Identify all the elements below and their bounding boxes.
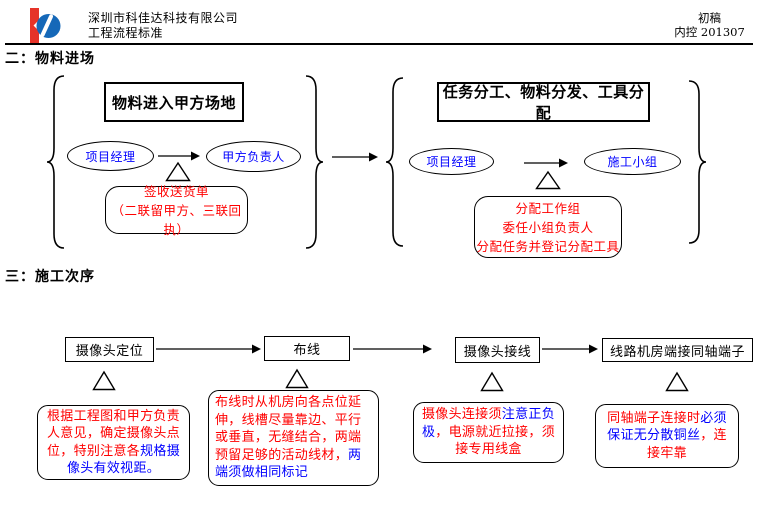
- note-text-red: 同轴端子连接时: [607, 410, 701, 426]
- step-box-camera-wiring: 摄像头接线: [455, 337, 540, 363]
- stage2-actor-from-oval: 项目经理: [409, 148, 494, 175]
- stage2-title-box: 任务分工、物料分发、工具分配: [437, 82, 650, 122]
- company-name: 深圳市科佳达科技有限公司: [88, 11, 239, 25]
- doc-subtitle: 工程流程标准: [88, 26, 164, 40]
- arrow-right-icon: [158, 150, 200, 162]
- triangle-connector-icon: [535, 170, 561, 190]
- triangle-connector-icon: [165, 161, 191, 182]
- stage1-actor-from-oval: 项目经理: [67, 141, 154, 171]
- right-brace-icon: [304, 74, 324, 250]
- note-line: 分配任务并登记分配工具: [476, 238, 620, 254]
- arrow-right-icon: [156, 343, 261, 355]
- note-text-blue: 必须保证无分散铜丝: [607, 410, 727, 444]
- note-text-blue: 规格摄像头有效视距。: [66, 443, 180, 477]
- note-text-red: 根据工程图和甲方负责人意见，确定摄像头点位，特别注意各: [46, 408, 180, 459]
- stage1-actor-to-oval: 甲方负责人: [206, 141, 301, 172]
- stage2-note-box: 分配工作组 委任小组负责人 分配任务并登记分配工具: [474, 196, 622, 258]
- draft-status: 初稿: [698, 11, 721, 25]
- left-brace-icon: [46, 74, 66, 250]
- stage1-note-box: 签收送货单 （二联留甲方、三联回执）: [105, 184, 248, 237]
- triangle-connector-icon: [285, 368, 309, 389]
- arrow-right-icon: [332, 151, 378, 163]
- stage1-title-box: 物料进入甲方场地: [104, 82, 244, 122]
- step-box-coax-termination: 线路机房端接同轴端子: [602, 338, 753, 362]
- note-text-red: 布线时从机房向各点位延伸，线槽尽量靠边、平行或垂直，无缝结合，两端预留足够的活动…: [215, 395, 362, 463]
- arrow-right-icon: [353, 343, 432, 355]
- section-construction-title: 三：施工次序: [5, 269, 95, 285]
- note-line: （二联留甲方、三联回执）: [111, 202, 242, 237]
- note-text-blue: 注意正负极: [421, 407, 555, 440]
- triangle-connector-icon: [480, 371, 504, 392]
- company-logo-icon: [27, 7, 61, 45]
- header-divider: [5, 43, 753, 45]
- arrow-right-icon: [524, 157, 568, 169]
- note-text-red: ，连接牢靠: [647, 428, 727, 461]
- step-note-box: 根据工程图和甲方负责人意见，确定摄像头点位，特别注意各规格摄像头有效视距。: [37, 405, 190, 480]
- note-line: 分配工作组: [515, 200, 581, 216]
- arrow-right-icon: [542, 343, 598, 355]
- triangle-connector-icon: [665, 371, 689, 392]
- note-text-red: ，电源就近拉接，须接专用线盒: [435, 424, 555, 458]
- step-box-cabling: 布线: [264, 336, 350, 361]
- note-text-red: 摄像头连接须: [421, 407, 502, 423]
- right-brace-icon: [687, 79, 707, 245]
- note-line: 委任小组负责人: [502, 219, 594, 235]
- stage2-actor-to-oval: 施工小组: [584, 148, 681, 175]
- section-material-title: 二：物料进场: [5, 51, 95, 67]
- triangle-connector-icon: [92, 370, 116, 391]
- doc-number: 内控 201307: [674, 25, 745, 39]
- note-text-blue: 两端须做相同标记: [215, 447, 362, 481]
- step-box-camera-positioning: 摄像头定位: [65, 337, 154, 362]
- left-brace-icon: [385, 76, 405, 248]
- step-note-box: 摄像头连接须注意正负极，电源就近拉接，须接专用线盒: [413, 402, 564, 463]
- step-note-box: 同轴端子连接时必须保证无分散铜丝，连接牢靠: [595, 404, 739, 468]
- note-line: 签收送货单: [143, 183, 209, 199]
- step-note-box: 布线时从机房向各点位延伸，线槽尽量靠边、平行或垂直，无缝结合，两端预留足够的活动…: [208, 390, 379, 486]
